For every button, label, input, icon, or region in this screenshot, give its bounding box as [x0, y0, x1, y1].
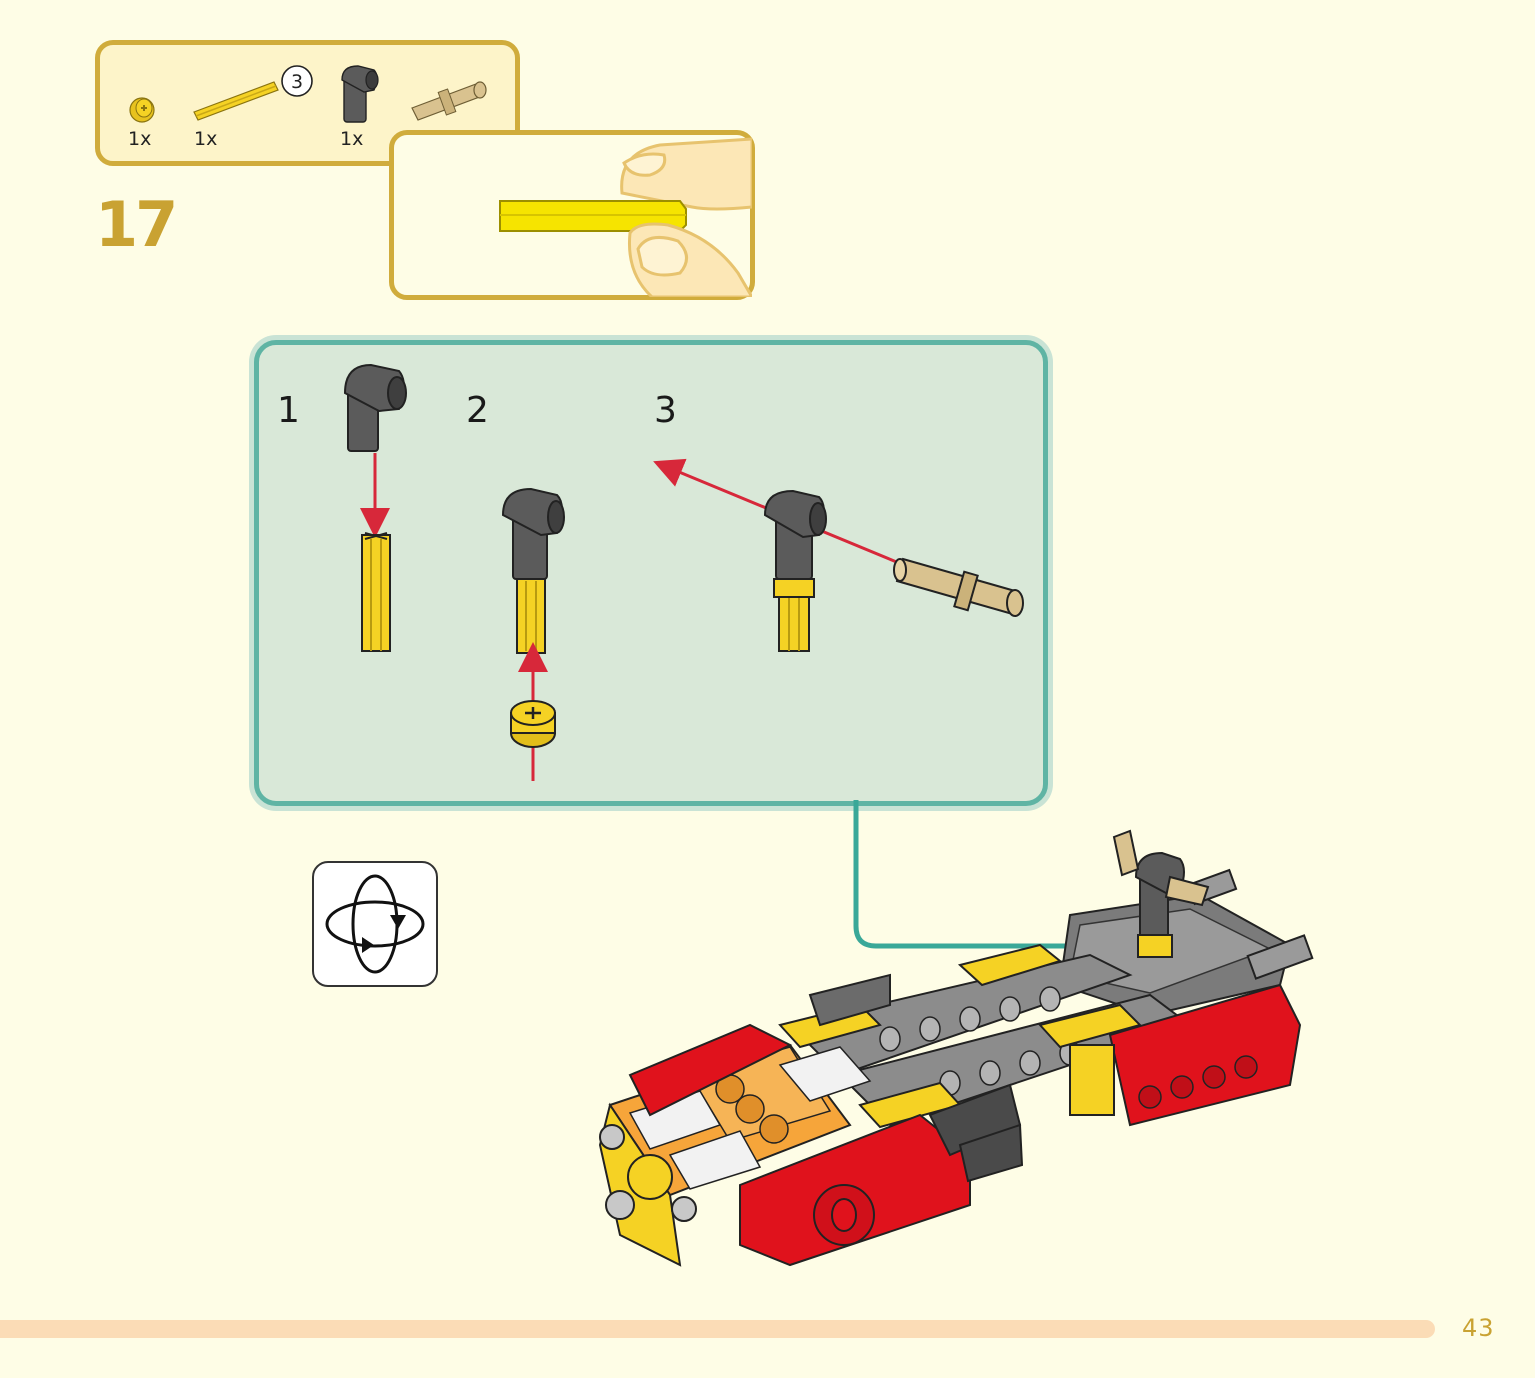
part-qty-axle: 1x	[194, 128, 218, 150]
substep-2-assembly	[501, 487, 565, 654]
page-progress-bar	[0, 1320, 1435, 1338]
substep-illustrations	[343, 363, 1024, 781]
part-qty-angle-connector: 1x	[340, 128, 364, 150]
pin-part-icon	[411, 81, 487, 121]
substep-1-axle	[361, 532, 391, 652]
page-number: 43	[1462, 1314, 1495, 1342]
rotate-model-icon	[312, 861, 438, 987]
substep-1-label: 1	[277, 390, 300, 431]
vehicle-model-illustration	[598, 829, 1314, 1267]
axle-length-badge: 3	[281, 65, 313, 97]
part-qty-bush: 1x	[128, 128, 152, 150]
axle-length-label: 3	[291, 71, 303, 93]
substep-1-connector	[343, 363, 407, 452]
step-number: 17	[95, 188, 178, 261]
hand-measure-illustration	[499, 137, 752, 297]
rotate-arrows-icon	[325, 874, 425, 974]
substep-2-bush	[510, 700, 556, 748]
bush-part-icon	[129, 97, 155, 123]
substep-2-label: 2	[466, 390, 489, 431]
substep-3-pin	[893, 557, 1024, 617]
substep-3-assembly	[763, 489, 827, 652]
angle-connector-part-icon	[341, 65, 379, 123]
substep-3-label: 3	[654, 390, 677, 431]
axle-part-icon	[193, 81, 279, 121]
